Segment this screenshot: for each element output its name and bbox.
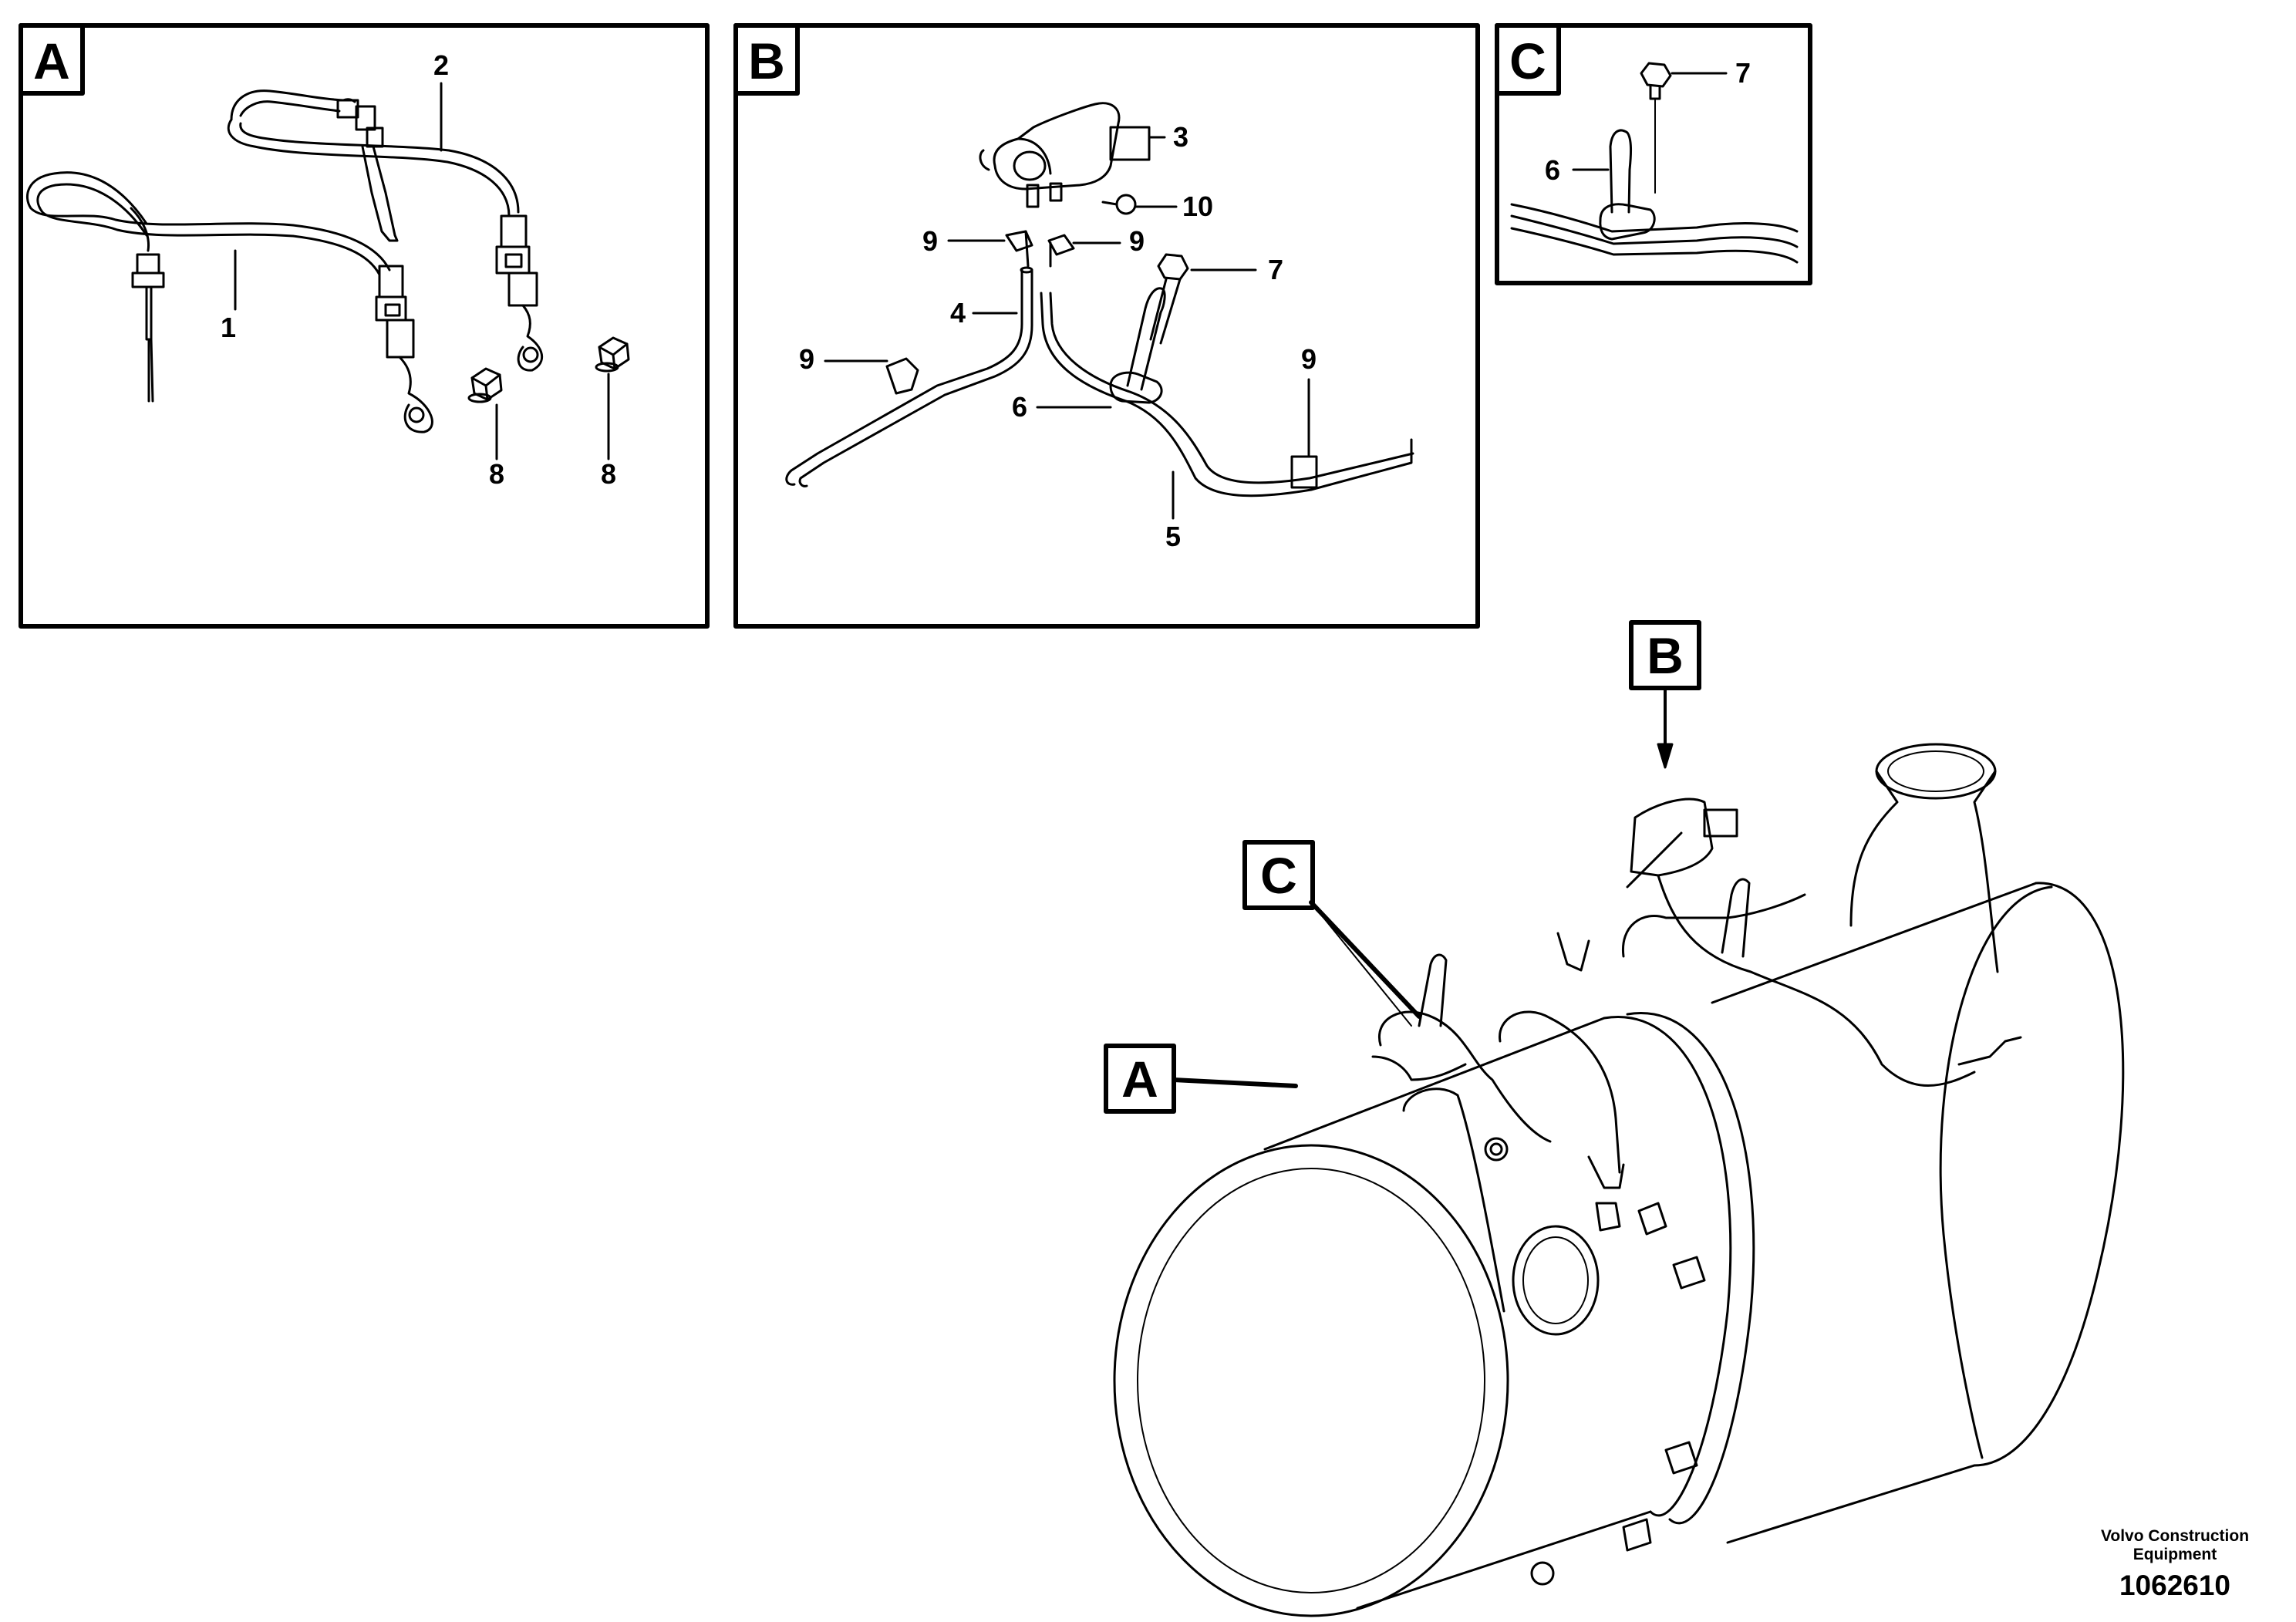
hose-5 (1040, 292, 1414, 497)
clamp-9-left (885, 357, 919, 395)
callout-b-6: 6 (1012, 391, 1027, 423)
callout-b-10: 10 (1182, 191, 1213, 222)
callout-b-7: 7 (1268, 254, 1283, 285)
callout-c-7: 7 (1735, 57, 1751, 89)
callout-a-1: 1 (221, 312, 236, 343)
ref-b-label: B (1647, 627, 1684, 684)
callout-b-3: 3 (1173, 121, 1188, 153)
panel-a-frame (19, 23, 710, 629)
ref-c-box (1242, 840, 1315, 910)
callout-b-9-upper-right: 9 (1129, 225, 1145, 257)
company-name-line2: Equipment (2133, 1546, 2217, 1563)
bolt-8-left (467, 367, 503, 403)
panel-a-label-box (19, 23, 85, 96)
callout-a-2: 2 (433, 49, 449, 81)
panel-b-label: B (748, 32, 785, 89)
panel-b-label-box (733, 23, 800, 96)
drawing-number: 1062610 (2119, 1570, 2230, 1601)
callout-a-8-left: 8 (489, 458, 504, 490)
callout-b-5: 5 (1165, 521, 1181, 552)
company-name-line1: Volvo Construction (2101, 1527, 2249, 1545)
panel-c-label-box (1495, 23, 1561, 96)
ref-c-label: C (1260, 847, 1297, 904)
bolt-7-c (1640, 62, 1672, 194)
callout-b-9-left: 9 (799, 343, 814, 375)
sensor-harness-1 (26, 171, 433, 433)
outlet-flange (1875, 743, 1997, 800)
bracket-6-b (1109, 287, 1166, 404)
callout-c-6: 6 (1545, 154, 1560, 186)
callout-b-9-right: 9 (1301, 343, 1317, 375)
panel-a-label: A (33, 32, 70, 89)
pressure-sensor-3 (979, 102, 1151, 208)
callout-b-9-upper-left: 9 (922, 225, 938, 257)
inlet-port (1512, 1225, 1600, 1336)
bolt-8-right (595, 336, 630, 373)
callout-a-8-right: 8 (601, 458, 616, 490)
panel-c-frame (1495, 23, 1812, 285)
exhaust-aftertreatment-unit (1113, 743, 2125, 1617)
hose-4 (785, 266, 1033, 487)
clamps-9-upper (1005, 230, 1075, 268)
screw-10 (1101, 194, 1137, 215)
bracket-6-c (1510, 129, 1799, 264)
sensor-harness-2 (227, 89, 544, 372)
callout-b-4: 4 (950, 297, 966, 329)
panel-c-label: C (1509, 32, 1546, 89)
panel-b-frame (733, 23, 1480, 629)
ref-a-label: A (1121, 1050, 1158, 1108)
